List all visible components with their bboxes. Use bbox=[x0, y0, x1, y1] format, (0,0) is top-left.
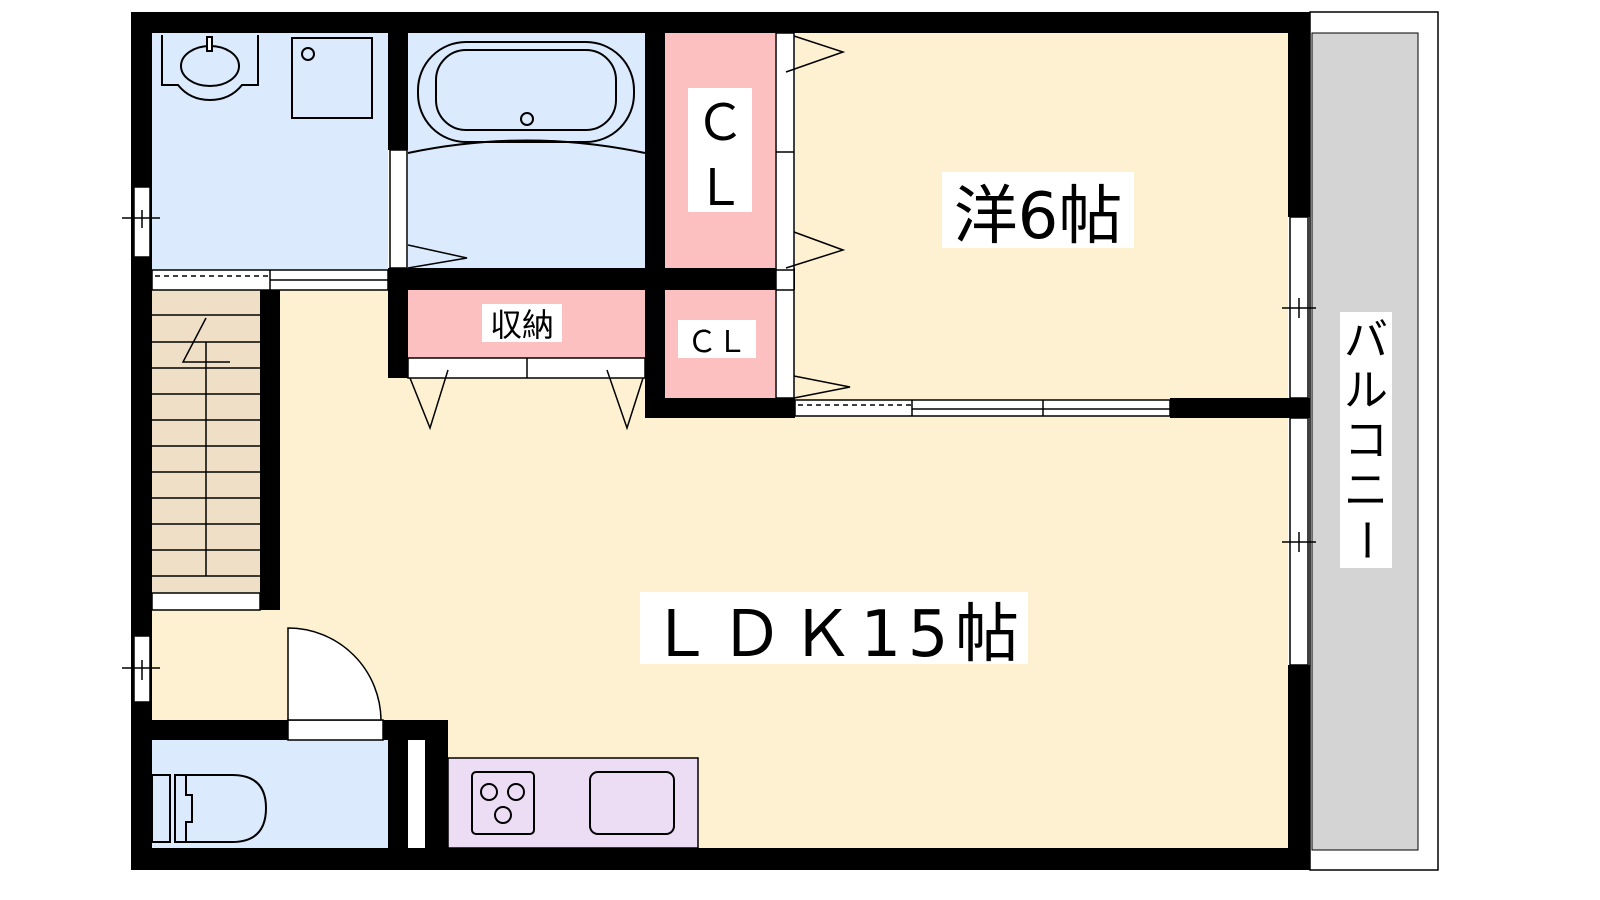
bathroom bbox=[408, 33, 645, 270]
svg-text:コ: コ bbox=[1344, 415, 1388, 466]
closet-large-label-c: Ｃ bbox=[695, 94, 745, 152]
toilet-door-swing bbox=[287, 627, 382, 721]
svg-text:バ: バ bbox=[1344, 315, 1388, 366]
storage-door-right[interactable] bbox=[606, 369, 644, 431]
kitchen-sink-icon bbox=[589, 771, 675, 835]
washer-pan-icon bbox=[291, 37, 373, 119]
bath-door[interactable] bbox=[389, 149, 408, 269]
closet-large-label-l: Ｌ bbox=[695, 159, 745, 217]
sink-icon bbox=[161, 35, 259, 102]
western-sliding-door[interactable] bbox=[794, 399, 1171, 417]
closet-doors[interactable] bbox=[775, 32, 795, 399]
balcony-label: バ ル コ ニ ー bbox=[1340, 315, 1391, 562]
svg-text:ル: ル bbox=[1344, 365, 1388, 416]
toilet-door[interactable] bbox=[287, 719, 384, 741]
stove-icon bbox=[471, 771, 535, 835]
svg-text:ー: ー bbox=[1340, 518, 1391, 562]
ldk-label: ＬＤＫ15帖 bbox=[649, 598, 1019, 672]
bathtub-icon bbox=[407, 41, 646, 154]
storage-door-left[interactable] bbox=[409, 369, 449, 431]
balcony bbox=[1309, 11, 1439, 871]
storage-label: 収納 bbox=[490, 306, 554, 344]
svg-text:ニ: ニ bbox=[1344, 465, 1388, 516]
washroom bbox=[152, 33, 388, 270]
closet-small-label: ＣＬ bbox=[687, 325, 747, 360]
western-room-label: 洋6帖 bbox=[954, 180, 1123, 254]
